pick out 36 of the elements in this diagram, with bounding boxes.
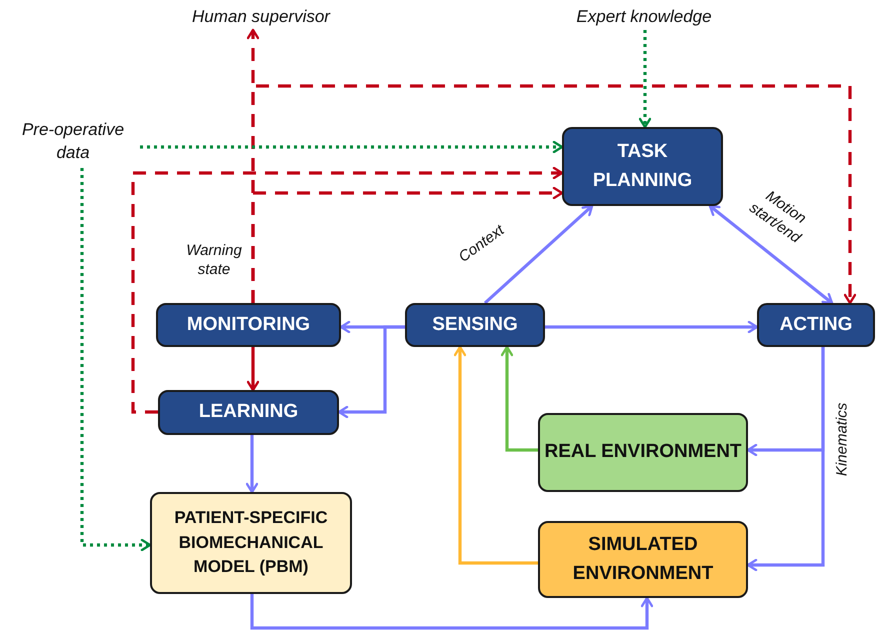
box-label: TASK PLANNING — [592, 140, 694, 192]
arrow — [484, 204, 594, 304]
arrow — [338, 325, 405, 418]
arrow — [500, 346, 538, 452]
arrow — [250, 594, 654, 630]
box-label: SENSING — [432, 312, 518, 337]
environment-box — [538, 521, 748, 598]
box-label: PATIENT-SPECIFIC BIOMECHANICAL MODEL (PBM) — [173, 507, 329, 578]
process-box — [562, 127, 723, 206]
arrow — [638, 30, 652, 128]
edge-label: Warning state — [185, 242, 243, 280]
input-label: Pre-operative data — [6, 116, 140, 168]
model-box — [150, 492, 352, 594]
arrow — [246, 435, 258, 494]
box-label: SIMULATED ENVIRONMENT — [572, 533, 714, 586]
input-label: Human supervisor — [170, 4, 352, 30]
box-label: MONITORING — [186, 312, 310, 337]
box-label: ACTING — [780, 312, 852, 337]
arrow — [545, 320, 758, 334]
arrow — [708, 204, 834, 304]
arrow — [140, 140, 564, 154]
box-label: REAL ENVIRONMENT — [544, 440, 742, 464]
environment-box — [538, 413, 748, 492]
arrow — [746, 347, 825, 572]
process-box — [405, 303, 545, 347]
arrow — [131, 166, 564, 414]
process-box — [757, 303, 875, 347]
arrow — [251, 84, 856, 304]
edge-label: Kinematics — [834, 402, 852, 478]
arrow — [454, 346, 538, 565]
process-box — [158, 390, 339, 435]
input-label: Expert knowledge — [556, 4, 732, 30]
box-label: LEARNING — [198, 400, 298, 424]
arrow — [246, 347, 260, 392]
process-box — [156, 303, 341, 347]
arrow — [80, 168, 152, 552]
